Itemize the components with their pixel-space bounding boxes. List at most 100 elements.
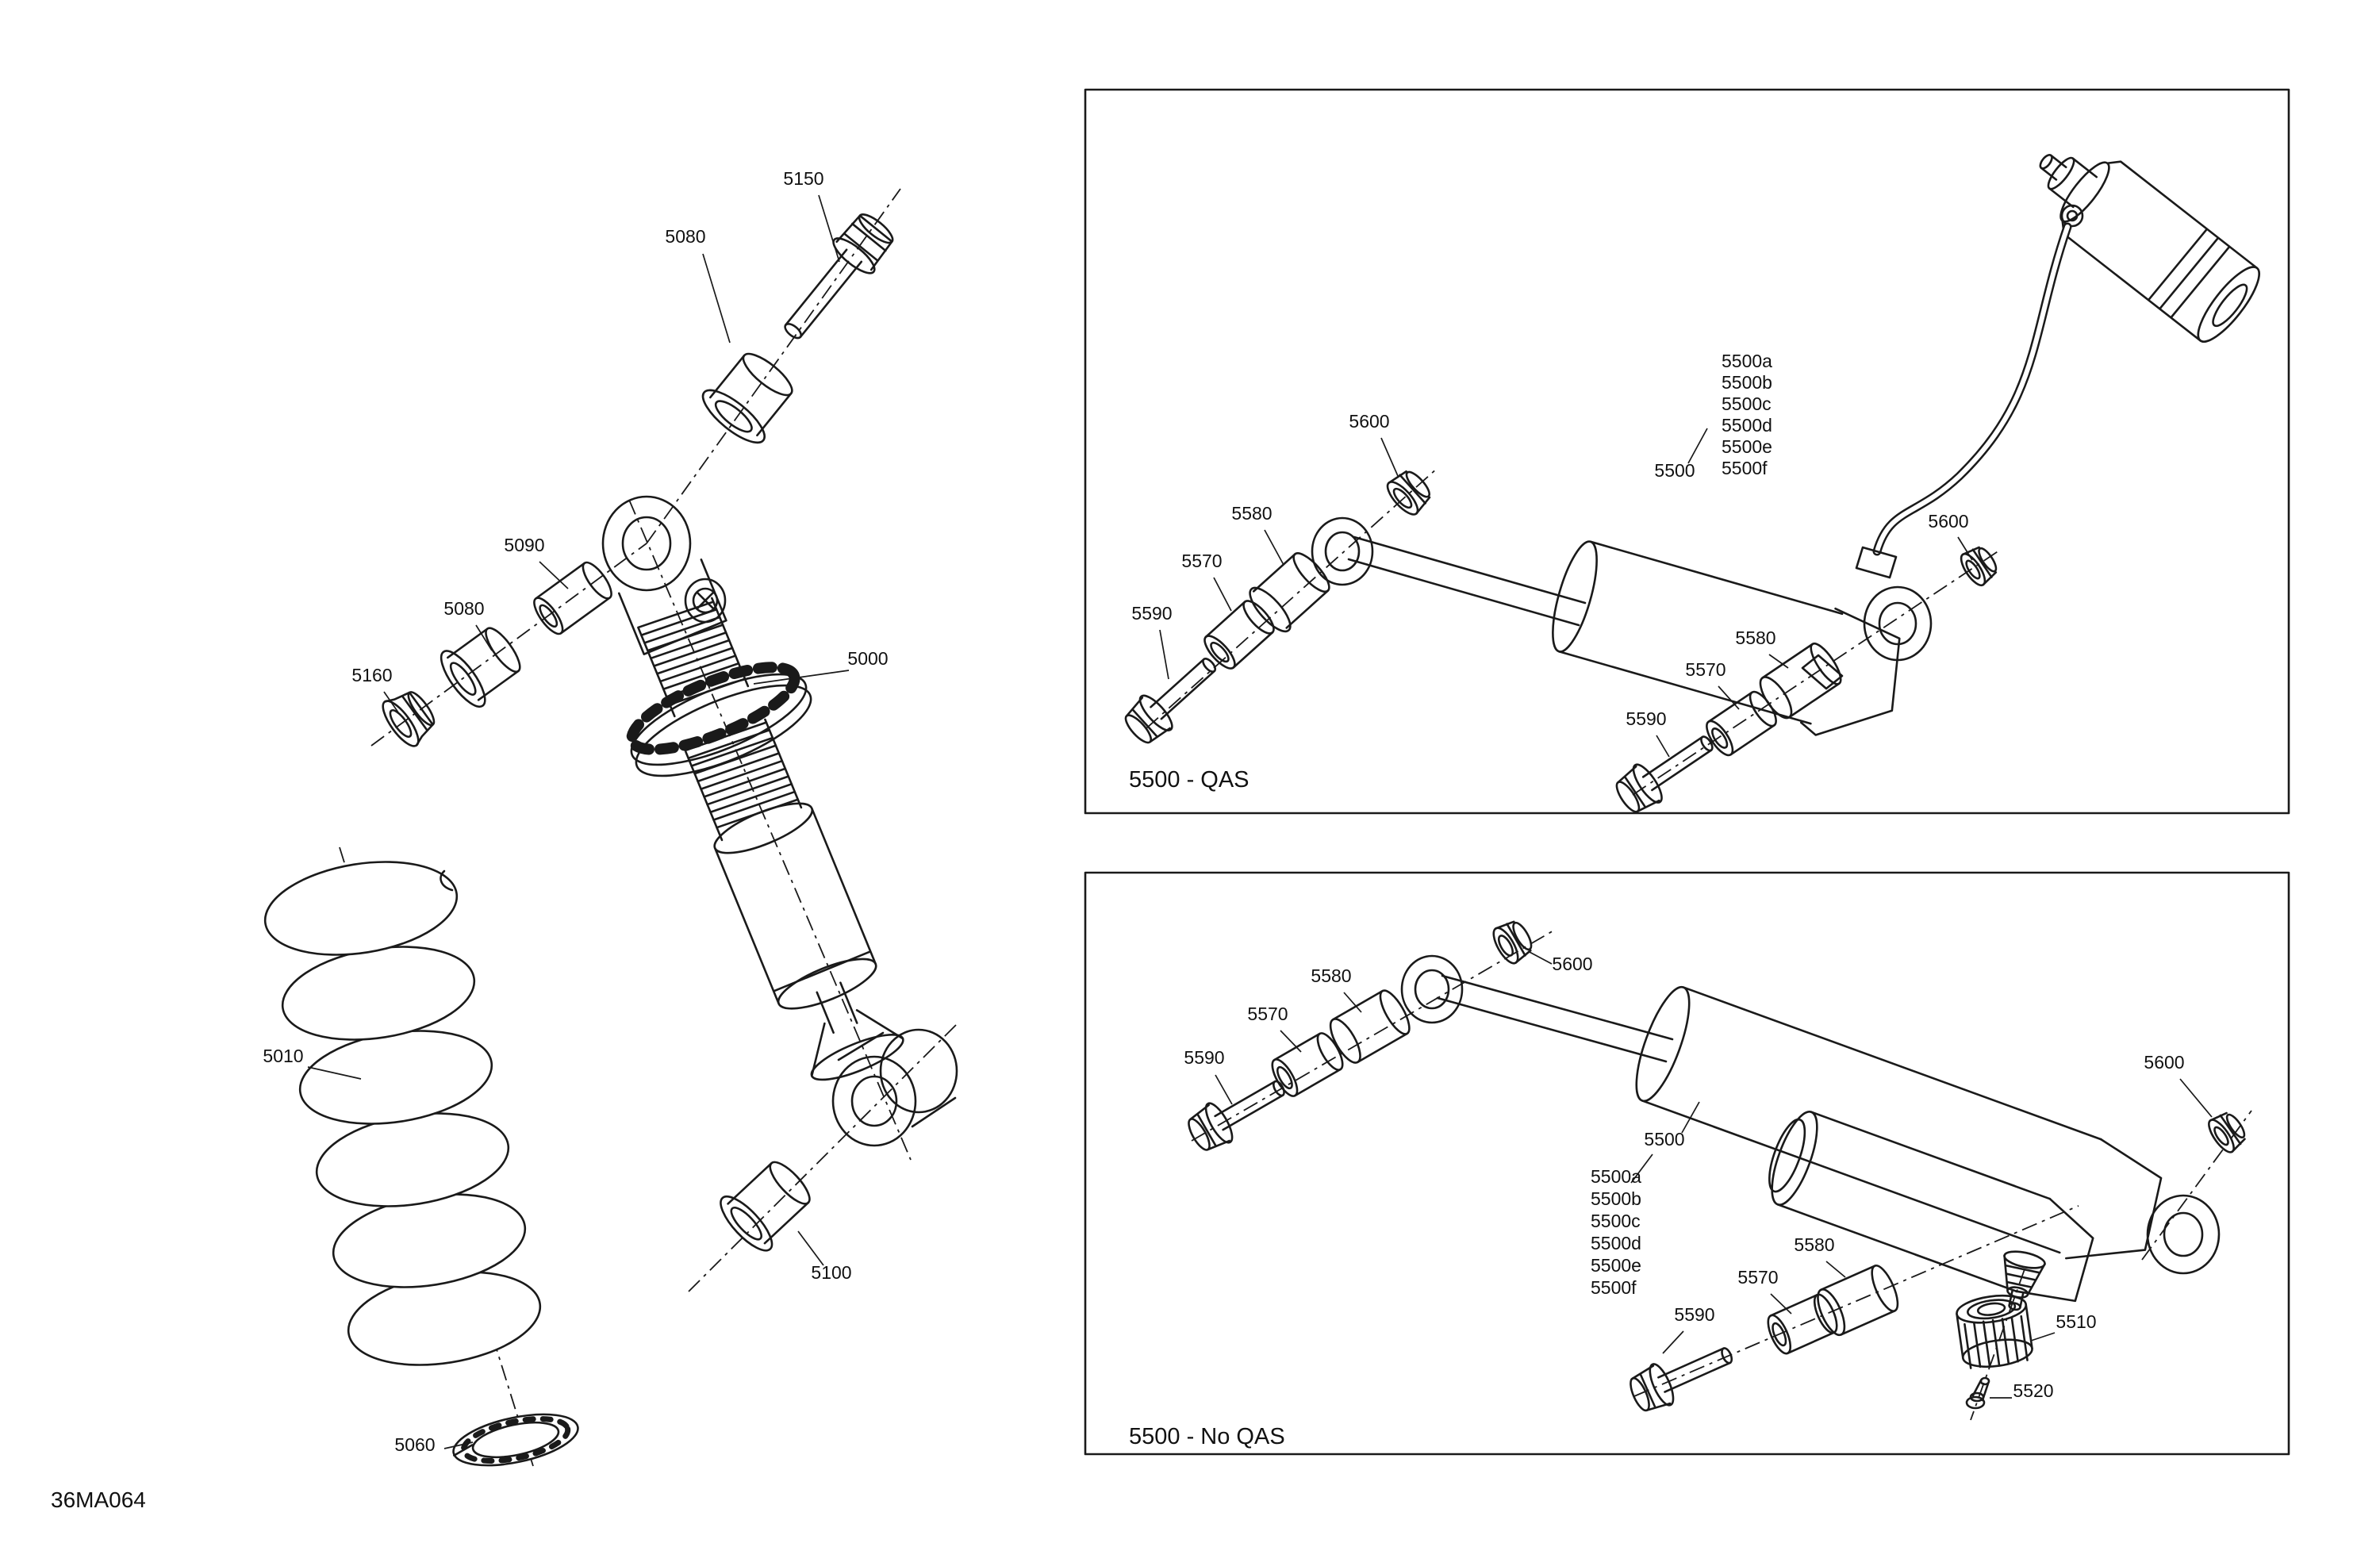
callout-leader bbox=[1718, 685, 1740, 710]
qas-hose bbox=[1855, 222, 2072, 579]
noqas-assembly bbox=[1188, 920, 2246, 1412]
sheet-code: 36MA064 bbox=[51, 1487, 146, 1512]
qas-bushing-5580-lower bbox=[1759, 642, 1842, 720]
coil-spring-5010 bbox=[263, 861, 542, 1366]
callout-leader bbox=[1630, 1153, 1653, 1184]
flange-nut-5160 bbox=[382, 691, 436, 747]
noqas-bolt-5590-lower bbox=[1630, 1347, 1733, 1412]
callout-leader bbox=[1343, 992, 1362, 1013]
callout-5590: 5590 bbox=[1184, 1047, 1224, 1068]
callout-leader bbox=[702, 253, 731, 344]
bushing-5080-lower bbox=[440, 627, 521, 708]
callout-5580: 5580 bbox=[1311, 965, 1351, 986]
callout-leader bbox=[1215, 1074, 1233, 1105]
adjuster-knob-5510 bbox=[1956, 1294, 2033, 1369]
callout-leader bbox=[1159, 629, 1169, 680]
bushing-5100 bbox=[720, 1161, 811, 1252]
callout-5590: 5590 bbox=[1626, 708, 1666, 729]
callout-leader bbox=[1656, 735, 1670, 758]
callout-5580: 5580 bbox=[1735, 628, 1775, 648]
callout-leader bbox=[753, 670, 850, 685]
noqas-reservoir bbox=[1768, 1111, 2094, 1303]
callout-5060: 5060 bbox=[394, 1434, 435, 1455]
callout-5600: 5600 bbox=[1928, 511, 1968, 532]
qas-reservoir bbox=[2039, 154, 2260, 343]
bushing-5080-upper bbox=[701, 352, 793, 444]
callout-leader bbox=[475, 624, 493, 651]
noqas-axes bbox=[1191, 929, 2252, 1421]
callout-5600: 5600 bbox=[1552, 954, 1592, 974]
callout-leader bbox=[539, 561, 569, 589]
qas-assembly bbox=[1124, 154, 2260, 813]
noqas-box-border bbox=[1084, 871, 2290, 1456]
callout-leader bbox=[1264, 529, 1284, 566]
stack-item-5500f: 5500f bbox=[1722, 458, 1768, 478]
callout-leader bbox=[1280, 1030, 1302, 1053]
noqas-spacer-5570 bbox=[1271, 1032, 1344, 1097]
stack-item-5500b: 5500b bbox=[1722, 372, 1772, 393]
callout-leader bbox=[1687, 428, 1708, 464]
qas-axes bbox=[1146, 467, 2000, 796]
noqas-bushing-5580 bbox=[1329, 989, 1411, 1064]
qas-spacer-5570-lower bbox=[1706, 690, 1777, 757]
callout-5000: 5000 bbox=[847, 648, 888, 669]
callout-5520: 5520 bbox=[2013, 1380, 2053, 1401]
callout-5600: 5600 bbox=[2144, 1052, 2184, 1073]
noqas-nut-5600-right bbox=[2208, 1111, 2246, 1153]
shock-absorber-5000 bbox=[601, 495, 958, 1147]
callout-5600: 5600 bbox=[1349, 411, 1389, 432]
noqas-bolt-5590 bbox=[1188, 1080, 1285, 1151]
qas-bolt-5590-lower bbox=[1615, 735, 1714, 813]
qas-spacer-5570 bbox=[1203, 600, 1275, 670]
callout-5150: 5150 bbox=[783, 168, 823, 189]
callout-leader bbox=[383, 691, 399, 713]
spring-retainer-5060 bbox=[452, 1413, 579, 1467]
noqas-nut-5600-top bbox=[1492, 920, 1533, 965]
callout-5590: 5590 bbox=[1131, 603, 1172, 624]
noqas-spacer-5570-lower bbox=[1767, 1293, 1838, 1355]
callout-leader bbox=[1527, 950, 1553, 965]
callout-leader bbox=[2030, 1332, 2056, 1341]
bolt-5150 bbox=[784, 213, 894, 340]
stack-item-5500d: 5500d bbox=[1722, 415, 1772, 436]
noqas-box-caption: 5500 - No QAS bbox=[1129, 1424, 1285, 1449]
stack-item-5500a: 5500a bbox=[1591, 1166, 1641, 1187]
callout-leader bbox=[1825, 1261, 1846, 1278]
callout-leader bbox=[1662, 1330, 1684, 1354]
stack-item-5500c: 5500c bbox=[1722, 393, 1772, 414]
noqas-bushing-5580-lower bbox=[1817, 1264, 1899, 1337]
callout-5100: 5100 bbox=[811, 1262, 851, 1283]
bleed-screw-5520 bbox=[1965, 1376, 1990, 1410]
callout-leader bbox=[818, 194, 840, 263]
callout-5570: 5570 bbox=[1737, 1267, 1778, 1288]
qas-nut-5600-left bbox=[1386, 470, 1431, 516]
callout-leader bbox=[1957, 536, 1973, 561]
qas-bushing-5580 bbox=[1249, 552, 1330, 633]
callout-5510: 5510 bbox=[2056, 1311, 2096, 1332]
qas-nut-5600-right bbox=[1960, 546, 1998, 587]
qas-bolt-5590 bbox=[1124, 658, 1217, 744]
callout-leader bbox=[307, 1066, 362, 1080]
qas-box-border bbox=[1084, 88, 2290, 815]
qas-box-caption: 5500 - QAS bbox=[1129, 767, 1250, 793]
callout-leader bbox=[2179, 1078, 2213, 1118]
callout-leader bbox=[443, 1441, 474, 1449]
callout-leader bbox=[1768, 654, 1789, 669]
callout-5570: 5570 bbox=[1247, 1004, 1288, 1024]
callout-5580: 5580 bbox=[1794, 1234, 1834, 1255]
callout-leader bbox=[1681, 1101, 1700, 1134]
callout-5580: 5580 bbox=[1231, 503, 1272, 524]
callout-5080: 5080 bbox=[443, 598, 484, 619]
callout-leader bbox=[1380, 437, 1399, 477]
stack-item-5500d: 5500d bbox=[1591, 1233, 1641, 1253]
callout-5080: 5080 bbox=[665, 226, 705, 247]
callout-5570: 5570 bbox=[1685, 659, 1726, 680]
stack-item-5500e: 5500e bbox=[1722, 436, 1772, 457]
stack-item-5500e: 5500e bbox=[1591, 1255, 1641, 1276]
callout-leader bbox=[797, 1230, 824, 1266]
callout-layer: 5150 5080 5090 5080 5160 5000 5010 5060 5100 5600… bbox=[263, 168, 2213, 1455]
callout-5010: 5010 bbox=[263, 1046, 303, 1066]
callout-5160: 5160 bbox=[351, 665, 392, 685]
callout-5090: 5090 bbox=[504, 535, 544, 555]
